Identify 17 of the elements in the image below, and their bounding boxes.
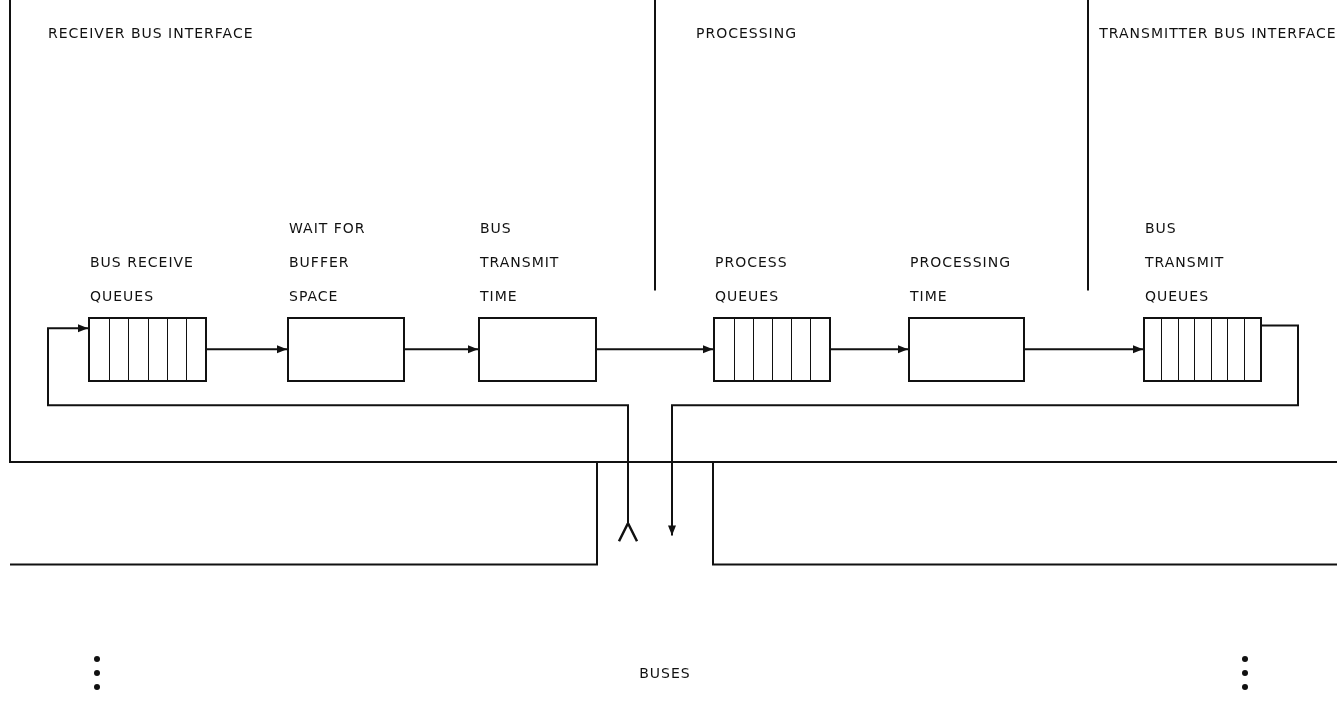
stage-label: BUS RECEIVE QUEUES [90, 252, 195, 306]
arrow [596, 345, 714, 354]
stage-label: BUS TRANSMIT QUEUES [1145, 218, 1226, 306]
arrow [1024, 345, 1144, 354]
arrow [830, 345, 909, 354]
arrow [404, 345, 479, 354]
stage-label: PROCESS QUEUES [715, 252, 789, 306]
bus-label: BUSES [638, 664, 692, 684]
section-title: PROCESSING [696, 24, 799, 44]
stage-label: BUS TRANSMIT TIME [480, 218, 561, 306]
arrow [206, 345, 288, 354]
arrow [668, 324, 1299, 537]
section-title: TRANSMITTER BUS INTERFACE [1098, 24, 1337, 44]
stage-label: PROCESSING TIME [910, 252, 1013, 306]
section-title: RECEIVER BUS INTERFACE [48, 24, 255, 44]
stage-label: WAIT FOR BUFFER SPACE [289, 218, 367, 306]
arrow [47, 324, 639, 543]
